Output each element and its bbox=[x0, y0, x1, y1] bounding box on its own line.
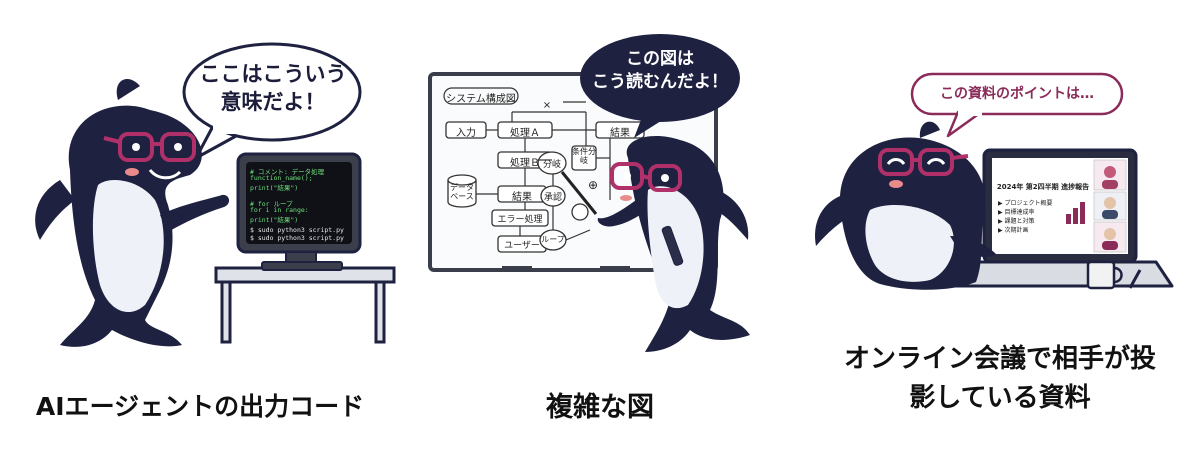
whiteboard-title: システム構成図 bbox=[446, 94, 516, 105]
coffee-mug bbox=[1086, 260, 1123, 290]
node-branch: 分岐 bbox=[542, 160, 561, 170]
terminal-line: $ sudo python3 script.py bbox=[250, 234, 344, 242]
speech-bubble-shape bbox=[182, 42, 362, 160]
bubble-line-1: この資料のポイントは… bbox=[940, 86, 1094, 102]
caption-line-2: 影している資料 bbox=[909, 383, 1091, 413]
node-condition: 条件分岐 bbox=[572, 147, 596, 165]
node-loop: ループ bbox=[541, 235, 565, 244]
node-result-left: 結果 bbox=[512, 192, 532, 203]
bubble-line-1: ここはこういう bbox=[199, 62, 347, 86]
slide-title: 2024年 第2四半期 進捗報告 bbox=[996, 183, 1090, 191]
dolphin-whiteboard-illustration bbox=[428, 34, 750, 352]
dolphin-computer-illustration bbox=[35, 42, 396, 347]
terminal-line: # コメント: データ処理 bbox=[250, 168, 325, 176]
caption-meeting: オンライン会議で相手が投 影している資料 bbox=[800, 340, 1200, 418]
panel-ai-agent: ここはこういう 意味だよ！ # コメント: データ処理 function_nam… bbox=[0, 0, 400, 456]
slide-bullet: ▶ 目標達成率 bbox=[998, 209, 1035, 216]
dolphin-character-1 bbox=[35, 78, 230, 347]
speech-bubble-meeting: この資料のポイントは… bbox=[912, 85, 1122, 104]
cross-mark: × bbox=[542, 100, 552, 111]
bubble-line-2: 意味だよ！ bbox=[220, 90, 326, 115]
terminal-screen: # コメント: データ処理 function_name(); print("結果… bbox=[250, 166, 350, 242]
crt-monitor bbox=[236, 152, 362, 271]
panel-diagram: この図は こう読むんだよ！ システム構成図 入力 処理Ａ 処理Ｂ 結果 エラー処… bbox=[400, 0, 800, 456]
node-result-right: 結果 bbox=[610, 128, 630, 139]
node-database: データベース bbox=[450, 183, 474, 201]
terminal-line: # for ループ bbox=[250, 200, 293, 208]
slide-bullet: ▶ プロジェクト概要 bbox=[998, 200, 1053, 207]
caption-diagram: 複雑な図 bbox=[546, 392, 654, 423]
node-input: 入力 bbox=[456, 128, 476, 139]
node-user: ユーザー bbox=[504, 241, 540, 251]
node-error: エラー処理 bbox=[497, 215, 543, 225]
slide-bullet: ▶ 課題と対策 bbox=[998, 218, 1035, 225]
terminal-line: print("結果") bbox=[250, 184, 299, 192]
terminal-line: $ sudo python3 script.py bbox=[250, 226, 344, 234]
terminal-line: print("結果") bbox=[250, 216, 299, 224]
dolphin-laptop-illustration bbox=[815, 72, 1174, 290]
slide-bullet: ▶ 次期計画 bbox=[998, 227, 1029, 234]
caption-ai-agent: AIエージェントの出力コード bbox=[35, 392, 365, 421]
terminal-line: for i in range: bbox=[250, 206, 309, 214]
node-approve: 承認 bbox=[543, 193, 562, 203]
bubble-line-2: こう読むんだよ！ bbox=[592, 71, 728, 92]
desk bbox=[214, 266, 396, 344]
speech-bubble-ai: ここはこういう 意味だよ！ bbox=[188, 60, 358, 117]
node-process-a: 処理Ａ bbox=[510, 128, 540, 139]
node-process-b: 処理Ｂ bbox=[510, 158, 540, 169]
caption-line-1: オンライン会議で相手が投 bbox=[843, 344, 1156, 374]
panel-meeting: この資料のポイントは… 2024年 第2四半期 進捗報告 ▶ プロジェクト概要 … bbox=[800, 0, 1200, 456]
plus-mark: ⊕ bbox=[587, 178, 599, 192]
speech-bubble-shape bbox=[910, 72, 1124, 138]
terminal-line: function_name(); bbox=[250, 174, 313, 182]
bubble-line-1: この図は bbox=[626, 49, 694, 69]
speech-bubble-shape bbox=[580, 34, 740, 138]
speech-bubble-diagram: この図は こう読むんだよ！ bbox=[588, 48, 732, 94]
dolphin-character-2 bbox=[597, 136, 750, 352]
dolphin-character-3 bbox=[815, 121, 996, 290]
